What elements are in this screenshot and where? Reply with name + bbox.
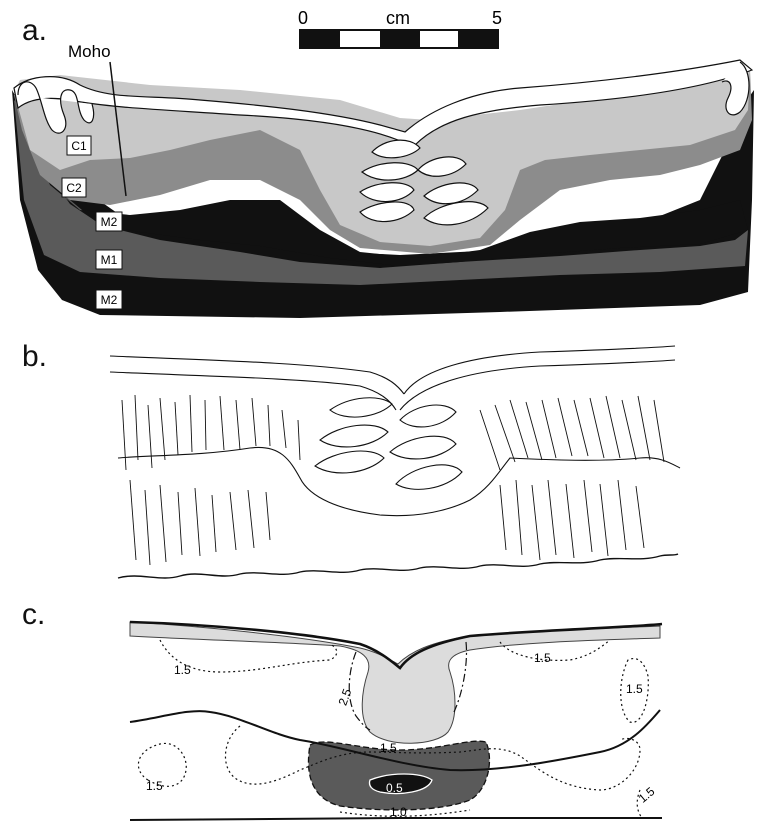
layer-label-m1: M1 [96, 250, 122, 269]
layer-label-c2: C2 [62, 178, 86, 197]
layer-label-m2-lower: M2 [96, 290, 122, 309]
fold-lens-b [390, 436, 456, 459]
layer-label-text: M2 [101, 215, 118, 229]
contour-label: 1.5 [174, 663, 191, 677]
layer-label-text: M2 [101, 293, 118, 307]
panel-b-section [110, 346, 680, 578]
fold-lens-b [396, 465, 462, 489]
scale-zero-label: 0 [298, 8, 308, 28]
contour-label: 1.5 [626, 682, 643, 696]
foliation-right [480, 396, 664, 560]
panel-a-section: Moho C1 C2 M2 M1 M2 [12, 42, 754, 318]
contour-label: 1.5 [380, 741, 397, 755]
fold-lens-b [315, 451, 384, 473]
scale-bar-segment [300, 30, 340, 48]
contour-label: 1.0 [390, 805, 407, 819]
contour-label: 1.5 [146, 779, 163, 793]
scale-bar-segment [458, 30, 498, 48]
scale-bar: 0 cm 5 [298, 8, 502, 48]
panel-c-section: 1.5 2.5 1.5 1.5 1.5 1.5 0.5 1.0 1.5 [130, 622, 662, 820]
light-region [130, 622, 660, 743]
scale-five-label: 5 [492, 8, 502, 28]
contour-label: 1.5 [534, 651, 551, 665]
moho-label: Moho [68, 42, 111, 61]
contour-label: 1.5 [636, 784, 658, 806]
layer-label-c1: C1 [67, 136, 91, 155]
foliation-left [122, 395, 300, 565]
moho-line-b [118, 554, 678, 578]
layer-label-text: C2 [66, 181, 82, 195]
layer-label-text: M1 [101, 253, 118, 267]
layer-label-text: C1 [71, 139, 87, 153]
scale-unit-label: cm [386, 8, 410, 28]
fold-lens-b [330, 398, 392, 417]
fold-lens-b [400, 405, 456, 427]
scale-bar-segment [380, 30, 420, 48]
contour-label: 0.5 [386, 781, 403, 795]
layer-label-m2-upper: M2 [96, 212, 122, 231]
fold-lens-b [320, 425, 388, 447]
